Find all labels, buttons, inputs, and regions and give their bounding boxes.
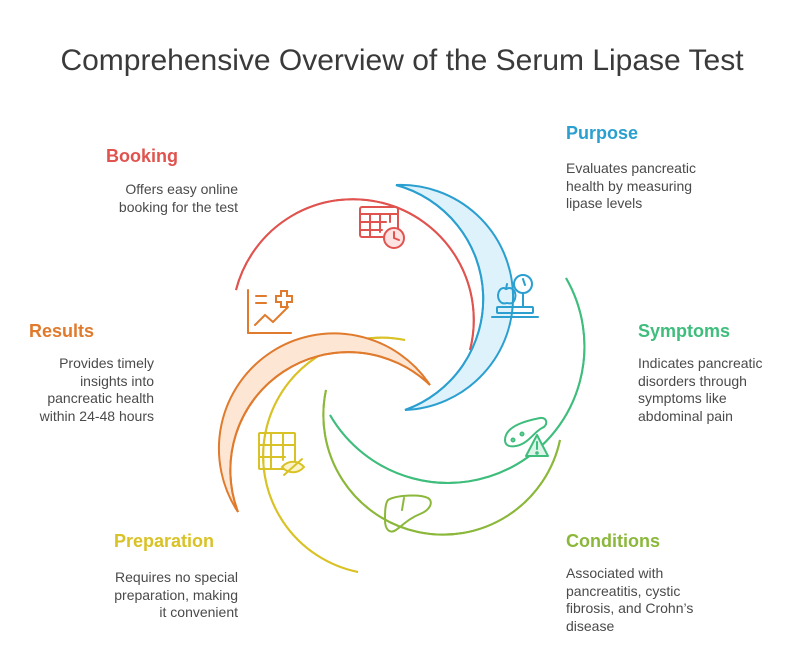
conditions-description: Associated with pancreatitis, cystic fib…	[566, 565, 694, 634]
calendar-clock-icon	[359, 206, 405, 249]
grid-hidden-icon	[258, 432, 306, 476]
pancreas-warning-icon	[504, 416, 549, 457]
scale-apple-icon	[491, 274, 539, 318]
booking-description: Offers easy online booking for the test	[118, 181, 238, 215]
results-label: Results	[28, 321, 94, 341]
purpose-description: Evaluates pancreatic health by measuring…	[566, 160, 696, 211]
purpose-label: Purpose	[566, 123, 639, 143]
conditions-label: Conditions	[566, 531, 660, 551]
preparation-description: Requires no special preparation, making …	[114, 569, 238, 620]
symptoms-description: Indicates pancreatic disorders through s…	[638, 355, 763, 424]
booking-label: Booking	[106, 146, 178, 166]
booking-petal	[235, 198, 475, 351]
preparation-label: Preparation	[113, 531, 214, 551]
conditions-petal	[322, 389, 561, 536]
symptoms-label: Symptoms	[638, 321, 731, 341]
results-description: Provides timely insights into pancreatic…	[39, 355, 154, 424]
preparation-petal	[262, 336, 406, 573]
chart-plus-icon	[247, 289, 293, 334]
page-title: Comprehensive Overview of the Serum Lipa…	[60, 44, 744, 77]
liver-icon	[384, 494, 432, 533]
